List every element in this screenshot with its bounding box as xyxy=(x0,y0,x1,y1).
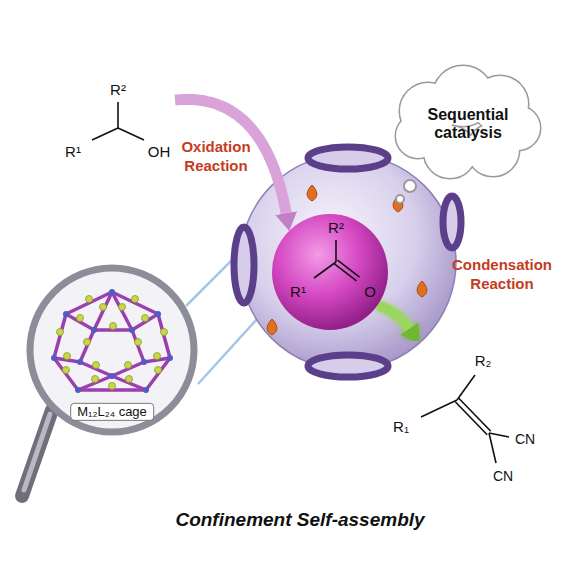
thought-bubble-dot xyxy=(404,180,416,192)
catalytic-group xyxy=(57,329,64,336)
cage-ligand xyxy=(132,330,144,362)
catalytic-group xyxy=(100,304,107,311)
metal-node xyxy=(51,355,57,361)
substituent-label: R² xyxy=(328,220,344,237)
metal-node xyxy=(129,327,135,333)
cage-ligand xyxy=(78,376,112,390)
metal-node xyxy=(155,311,161,317)
substituent-label: R₁ xyxy=(393,419,409,436)
single-bond xyxy=(118,128,144,140)
cage-window xyxy=(308,147,388,169)
cage-ligand xyxy=(132,314,158,330)
catalytic-group xyxy=(119,304,126,311)
metal-node xyxy=(109,373,115,379)
nitrile-label: CN xyxy=(493,469,513,484)
single-bond xyxy=(314,262,336,278)
cage-ligand xyxy=(112,362,144,376)
cage-name-tag: M₁₂L₂₄ cage xyxy=(70,403,154,421)
substituent-label: R² xyxy=(110,82,126,99)
inner-sphere: R² R¹ O xyxy=(272,214,388,330)
catalytic-group xyxy=(110,323,117,330)
cloud-text: Sequential catalysis xyxy=(428,106,509,141)
single-bond xyxy=(489,433,509,437)
catalytic-group xyxy=(125,362,132,369)
reaction-arrow xyxy=(378,305,410,329)
double-bond xyxy=(459,398,491,431)
reaction-label: Condensation Reaction xyxy=(452,256,552,294)
hydroxyl-label: OH xyxy=(148,144,171,161)
metal-node xyxy=(63,311,69,317)
catalytic-site xyxy=(307,185,317,201)
cage-sphere xyxy=(240,154,456,370)
catalytic-group xyxy=(154,353,161,360)
substituent-label: R¹ xyxy=(290,284,306,301)
single-bond xyxy=(117,102,119,128)
reaction-label: Oxidation Reaction xyxy=(181,138,250,176)
catalytic-group xyxy=(126,376,133,383)
catalytic-group xyxy=(155,367,162,374)
metal-node xyxy=(77,359,83,365)
sphere-body xyxy=(272,214,388,330)
catalytic-group xyxy=(109,383,116,390)
single-bond xyxy=(92,128,118,140)
metal-node xyxy=(167,355,173,361)
cage-ligand xyxy=(80,330,94,362)
catalytic-group xyxy=(142,315,149,322)
handle-highlight xyxy=(24,414,50,490)
cage-window xyxy=(443,196,461,248)
metal-node xyxy=(109,289,115,295)
magnifier-handle xyxy=(22,410,52,496)
caption-label: Confinement Self-assembly xyxy=(175,509,424,531)
cage-ligand xyxy=(112,376,146,390)
reaction-arrow xyxy=(175,99,286,213)
thought-cloud: Sequential catalysis xyxy=(388,66,546,178)
magnifier-lens: M₁₂L₂₄ cage xyxy=(24,262,200,438)
cage-window xyxy=(308,355,388,377)
substituent-label: R₂ xyxy=(475,353,492,370)
cage-ligand xyxy=(158,314,170,358)
oxygen-label: O xyxy=(364,284,376,301)
single-bond xyxy=(489,433,496,463)
double-bond xyxy=(338,260,360,277)
product-structure-shape xyxy=(385,345,545,490)
catalytic-group xyxy=(77,315,84,322)
metal-node xyxy=(141,359,147,365)
nitrile-label: CN xyxy=(515,432,535,447)
catalytic-group xyxy=(92,376,99,383)
metal-node xyxy=(143,387,149,393)
zoom-line xyxy=(198,318,258,384)
catalytic-group xyxy=(86,296,93,303)
lens-rim xyxy=(30,268,194,432)
cage-window xyxy=(234,227,254,303)
single-bond xyxy=(421,400,457,417)
thought-bubble-dot xyxy=(396,195,404,203)
catalytic-group xyxy=(93,362,100,369)
catalytic-group xyxy=(64,353,71,360)
cage-ligand xyxy=(66,314,94,330)
metal-node xyxy=(75,387,81,393)
substituent-label: R¹ xyxy=(65,144,81,161)
reactant-structure: R² R¹ OH xyxy=(55,78,175,166)
catalytic-sites xyxy=(267,185,427,335)
cage-ligand xyxy=(54,314,66,358)
product-structure: R₂ R₁ CN CN xyxy=(385,345,545,490)
catalytic-group xyxy=(132,296,139,303)
catalytic-group xyxy=(135,339,142,346)
catalytic-group xyxy=(84,339,91,346)
catalytic-group xyxy=(161,329,168,336)
single-bond xyxy=(335,240,337,262)
cage-ligand xyxy=(80,362,112,376)
catalytic-site xyxy=(417,281,427,297)
catalytic-site xyxy=(267,319,277,335)
single-bond xyxy=(457,375,475,400)
catalytic-group xyxy=(63,367,70,374)
cage-ligand xyxy=(94,292,112,330)
metal-node xyxy=(91,327,97,333)
double-bond xyxy=(455,402,487,435)
